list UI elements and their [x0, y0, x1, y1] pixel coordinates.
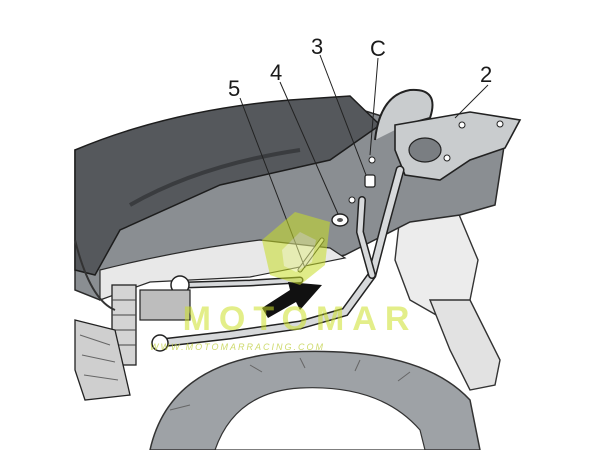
watermark-brand: MOTOMAR [182, 300, 418, 338]
chain-line [74, 239, 116, 311]
rear-fender [394, 204, 501, 391]
rear-tire [149, 350, 481, 450]
callout-c: C [370, 36, 386, 61]
callout-4: 4 [270, 60, 283, 85]
shield-logo-icon [262, 212, 330, 285]
rack-plate [394, 111, 522, 181]
arrow-icon [262, 282, 322, 318]
seat [74, 95, 382, 276]
callout-2: 2 [480, 62, 493, 87]
watermark-url: WWW.MOTOMARRACING.COM [150, 342, 325, 352]
grab-handle [374, 88, 434, 141]
rear-shock [111, 284, 191, 366]
footpeg-bracket [74, 319, 131, 401]
callout-5: 5 [228, 76, 241, 101]
callout-3: 3 [311, 34, 324, 59]
